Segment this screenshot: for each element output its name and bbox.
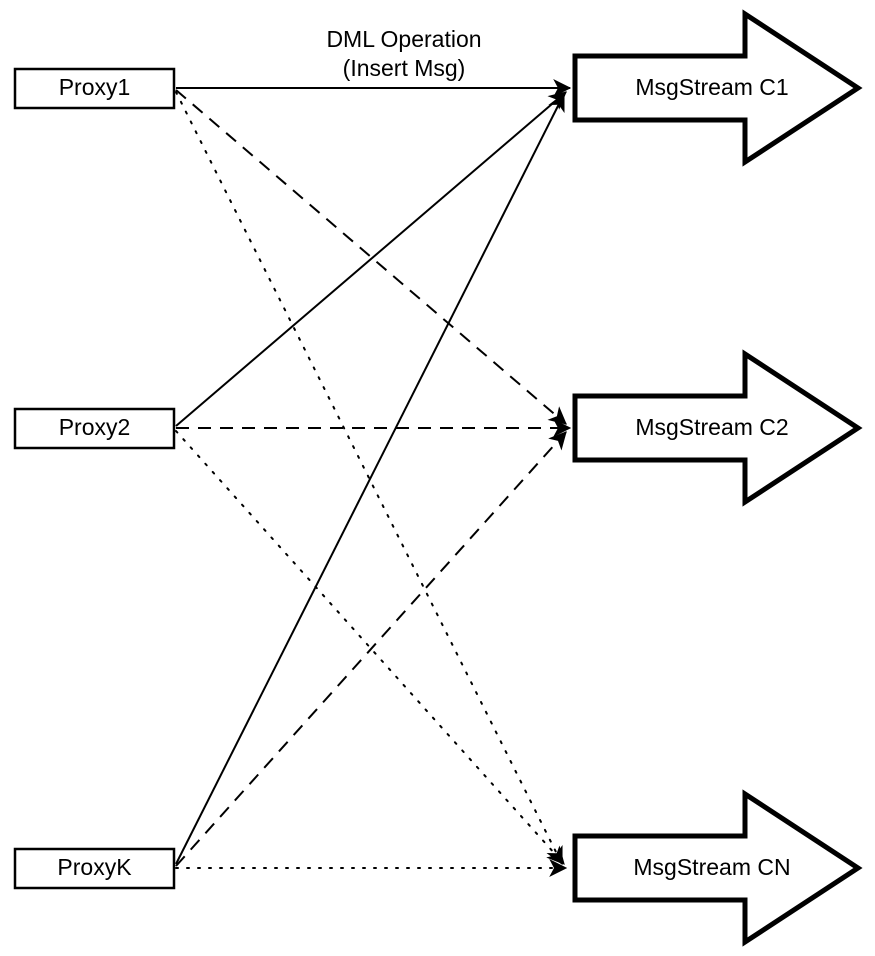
msgstream-c1-arrow-shape[interactable] <box>572 9 863 167</box>
target-node-msgstream-c2[interactable]: MsgStream C2 <box>572 349 863 507</box>
proxyk-label: ProxyK <box>57 854 132 880</box>
source-node-proxy2[interactable]: Proxy2 <box>13 407 176 450</box>
edge-proxy1-to-cn <box>175 91 563 866</box>
proxy1-label: Proxy1 <box>59 74 131 100</box>
target-node-msgstream-c1[interactable]: MsgStream C1 <box>572 9 863 167</box>
proxy2-label: Proxy2 <box>59 414 131 440</box>
msgstream-c2-label: MsgStream C2 <box>635 414 788 440</box>
dml-operation-caption: DML Operation (Insert Msg) <box>326 26 481 81</box>
msgstream-c1-label: MsgStream C1 <box>635 74 788 100</box>
edge-proxy1-to-c2 <box>175 89 567 425</box>
caption-line-2: (Insert Msg) <box>343 55 466 81</box>
source-node-proxyk[interactable]: ProxyK <box>13 847 176 890</box>
msgstream-c2-arrow-shape[interactable] <box>572 349 863 507</box>
msgstream-cn-label: MsgStream CN <box>633 854 790 880</box>
proxyk-box[interactable] <box>13 847 176 890</box>
edge-group <box>175 79 572 877</box>
msgstream-cn-arrow-shape[interactable] <box>572 789 863 947</box>
proxy1-box[interactable] <box>13 67 176 110</box>
edge-proxyk-to-c1 <box>175 92 565 865</box>
edge-proxy2-to-cn <box>175 430 565 865</box>
source-node-proxy1[interactable]: Proxy1 <box>13 67 176 110</box>
edge-proxyk-to-c2 <box>175 431 567 867</box>
caption-line-1: DML Operation <box>326 26 481 52</box>
proxy2-box[interactable] <box>13 407 176 450</box>
target-node-msgstream-cn[interactable]: MsgStream CN <box>572 789 863 947</box>
edge-proxy2-to-c1 <box>175 91 567 427</box>
